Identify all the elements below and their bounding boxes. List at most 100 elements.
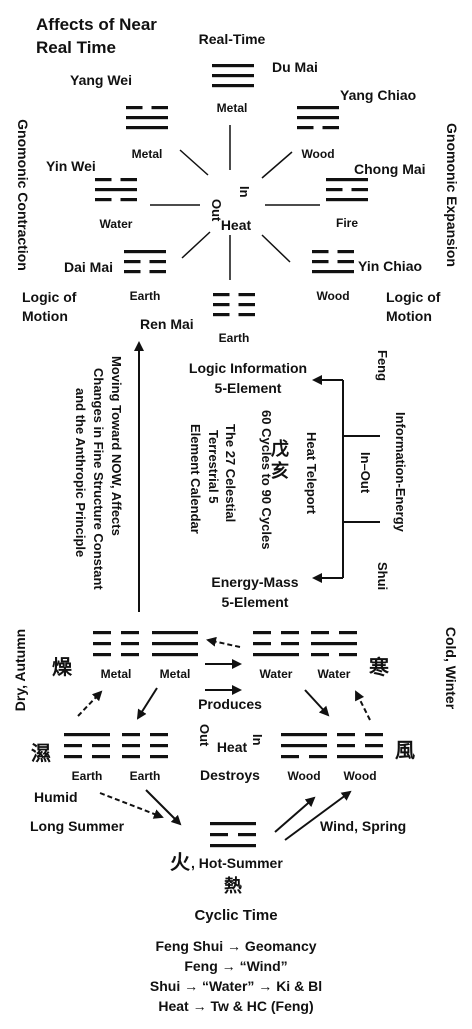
- trigram-bottom-7-line-1-broken-0: [337, 744, 355, 748]
- trigram-top-8-line-1-solid: [126, 116, 168, 120]
- trigram-top-2-line-2-broken-0: [297, 126, 314, 130]
- trigram-bottom-5-line-1-broken-0: [122, 744, 140, 748]
- trigram-bottom-6-line-2-broken-0: [281, 755, 299, 759]
- wind-spring-label: Wind, Spring: [320, 818, 406, 834]
- humid-label: Humid: [34, 789, 78, 805]
- trigram-top-6-line-2-broken-1: [149, 270, 166, 274]
- celestial-line-1: The 27 Celestial: [223, 424, 238, 522]
- footer-line-3: Shui → “Water” → Ki & Bl: [149, 978, 323, 994]
- moving-text-2: Changes in Fine Structure Constant: [91, 368, 106, 590]
- trigram-bottom-4-line-2-broken-1: [92, 755, 110, 759]
- destroys-label: Destroys: [200, 767, 260, 783]
- center-out: Out: [209, 199, 224, 222]
- feng-label: Feng: [375, 350, 390, 381]
- trigram-top-6-line-0-solid: [124, 250, 166, 254]
- arrow-earth-to-fire-dashed: [99, 792, 164, 819]
- cjk-hai: 亥: [271, 460, 289, 482]
- center-heat: Heat: [221, 217, 252, 233]
- footer-line-1: Feng Shui → Geomancy: [155, 938, 317, 954]
- trigram-top-5-line-2-broken-0: [213, 313, 230, 317]
- trigram-bottom-7-line-1-broken-1: [365, 744, 383, 748]
- trigram-top-2-line-0-solid: [297, 106, 339, 110]
- tri-label-wood-1: Wood: [287, 769, 320, 783]
- node-label-earth-left: Earth: [130, 289, 161, 303]
- cjk-fire: 火: [170, 850, 191, 874]
- trigram-top-8: [126, 106, 168, 130]
- hot-summer-label: , Hot-Summer: [191, 855, 283, 871]
- trigram-bottom-7: [337, 733, 383, 759]
- out-label-bottom: Out: [197, 724, 212, 747]
- celestial-line-2: Terrestrial 5: [206, 430, 221, 503]
- trigram-top-3-line-2-solid: [326, 198, 368, 202]
- heat-label-bottom: Heat: [217, 739, 248, 755]
- trigram-top-0-line-1-solid: [212, 74, 254, 78]
- node-label-fire: Fire: [336, 216, 358, 230]
- trigram-bottom-0-line-0-broken-0: [93, 631, 111, 635]
- trigram-bottom-6-line-0-solid: [281, 733, 327, 737]
- trigram-top-6: [124, 250, 166, 274]
- tri-label-earth-2: Earth: [130, 769, 161, 783]
- in-label-bottom: In: [250, 734, 265, 746]
- logic-right-2: Motion: [386, 308, 432, 324]
- trigram-bottom-5-line-1-broken-1: [150, 744, 168, 748]
- trigram-top-7-line-2-broken-1: [120, 198, 137, 202]
- trigram-top-7-line-2-broken-0: [95, 198, 112, 202]
- trigram-bottom-8-line-0-solid: [210, 822, 256, 826]
- node-label-water: Water: [100, 217, 133, 231]
- logic-info-line-2: 5-Element: [215, 380, 282, 396]
- trigram-bottom-5-line-2-broken-0: [122, 755, 140, 759]
- teleport-bracket: [342, 380, 380, 578]
- center-in: In: [237, 186, 252, 198]
- node-label-metal-top: Metal: [217, 101, 248, 115]
- trigram-top-2: [297, 106, 339, 130]
- tri-label-earth-1: Earth: [72, 769, 103, 783]
- trigram-bottom-8-line-1-broken-1: [238, 833, 256, 837]
- node-label-earth-bottom: Earth: [219, 331, 250, 345]
- trigram-bottom-1: [152, 631, 198, 657]
- gnomonic-expansion: Gnomonic Expansion: [444, 123, 460, 267]
- wheel-spokes: [150, 125, 320, 280]
- trigram-top-0-line-0-solid: [212, 64, 254, 68]
- trigram-bottom-5-line-0-broken-1: [150, 733, 168, 737]
- tri-label-metal-2: Metal: [160, 667, 191, 681]
- long-summer-label: Long Summer: [30, 818, 125, 834]
- trigram-bottom-8-line-2-solid: [210, 844, 256, 848]
- arrow-wood-to-water-dashed: [355, 690, 371, 721]
- trigram-top-8-line-0-broken-1: [151, 106, 168, 110]
- trigram-top-5-line-2-broken-1: [238, 313, 255, 317]
- trigram-top-7: [95, 178, 137, 202]
- top-trigram-group: [95, 64, 368, 317]
- trigram-top-2-line-2-broken-1: [322, 126, 339, 130]
- arrow-metal-to-earth: [136, 687, 158, 720]
- cjk-wu: 戊: [271, 439, 289, 460]
- celestial-line-3: Element Calendar: [188, 424, 203, 534]
- trigram-top-7-line-1-solid: [95, 188, 137, 192]
- trigram-top-4-line-1-broken-1: [337, 260, 354, 264]
- cold-winter: Cold, Winter: [443, 627, 459, 710]
- trigram-bottom-7-line-0-broken-0: [337, 733, 355, 737]
- title-line-2: Real Time: [36, 38, 116, 57]
- trigram-bottom-0-line-2-broken-0: [93, 653, 111, 657]
- trigram-top-4-line-0-broken-1: [337, 250, 354, 254]
- trigram-top-4-line-1-broken-0: [312, 260, 329, 264]
- trigram-bottom-1-line-0-solid: [152, 631, 198, 635]
- logic-info-line-1: Logic Information: [189, 360, 307, 376]
- title-line-1: Affects of Near: [36, 15, 157, 34]
- node-name-yin-chiao: Yin Chiao: [358, 258, 422, 274]
- arrow-earth-to-fire: [145, 789, 182, 826]
- node-name-yang-wei: Yang Wei: [70, 72, 132, 88]
- trigram-top-2-line-1-solid: [297, 116, 339, 120]
- trigram-bottom-4-line-1-broken-0: [64, 744, 82, 748]
- node-name-real-time: Real-Time: [199, 31, 266, 47]
- ren-mai-label: Ren Mai: [140, 316, 194, 332]
- trigram-bottom-2-line-0-broken-1: [281, 631, 299, 635]
- bottom-arrows: [77, 636, 371, 841]
- trigram-top-5-line-1-broken-1: [238, 303, 255, 307]
- trigram-bottom-0-line-2-broken-1: [121, 653, 139, 657]
- energy-mass-line-1: Energy-Mass: [211, 574, 298, 590]
- bottom-trigram-group: [64, 631, 383, 848]
- trigram-top-4-line-2-solid: [312, 270, 354, 274]
- cjk-dry: 燥: [52, 655, 73, 679]
- node-label-metal-upper-left: Metal: [132, 147, 163, 161]
- energy-mass-line-2: 5-Element: [222, 594, 289, 610]
